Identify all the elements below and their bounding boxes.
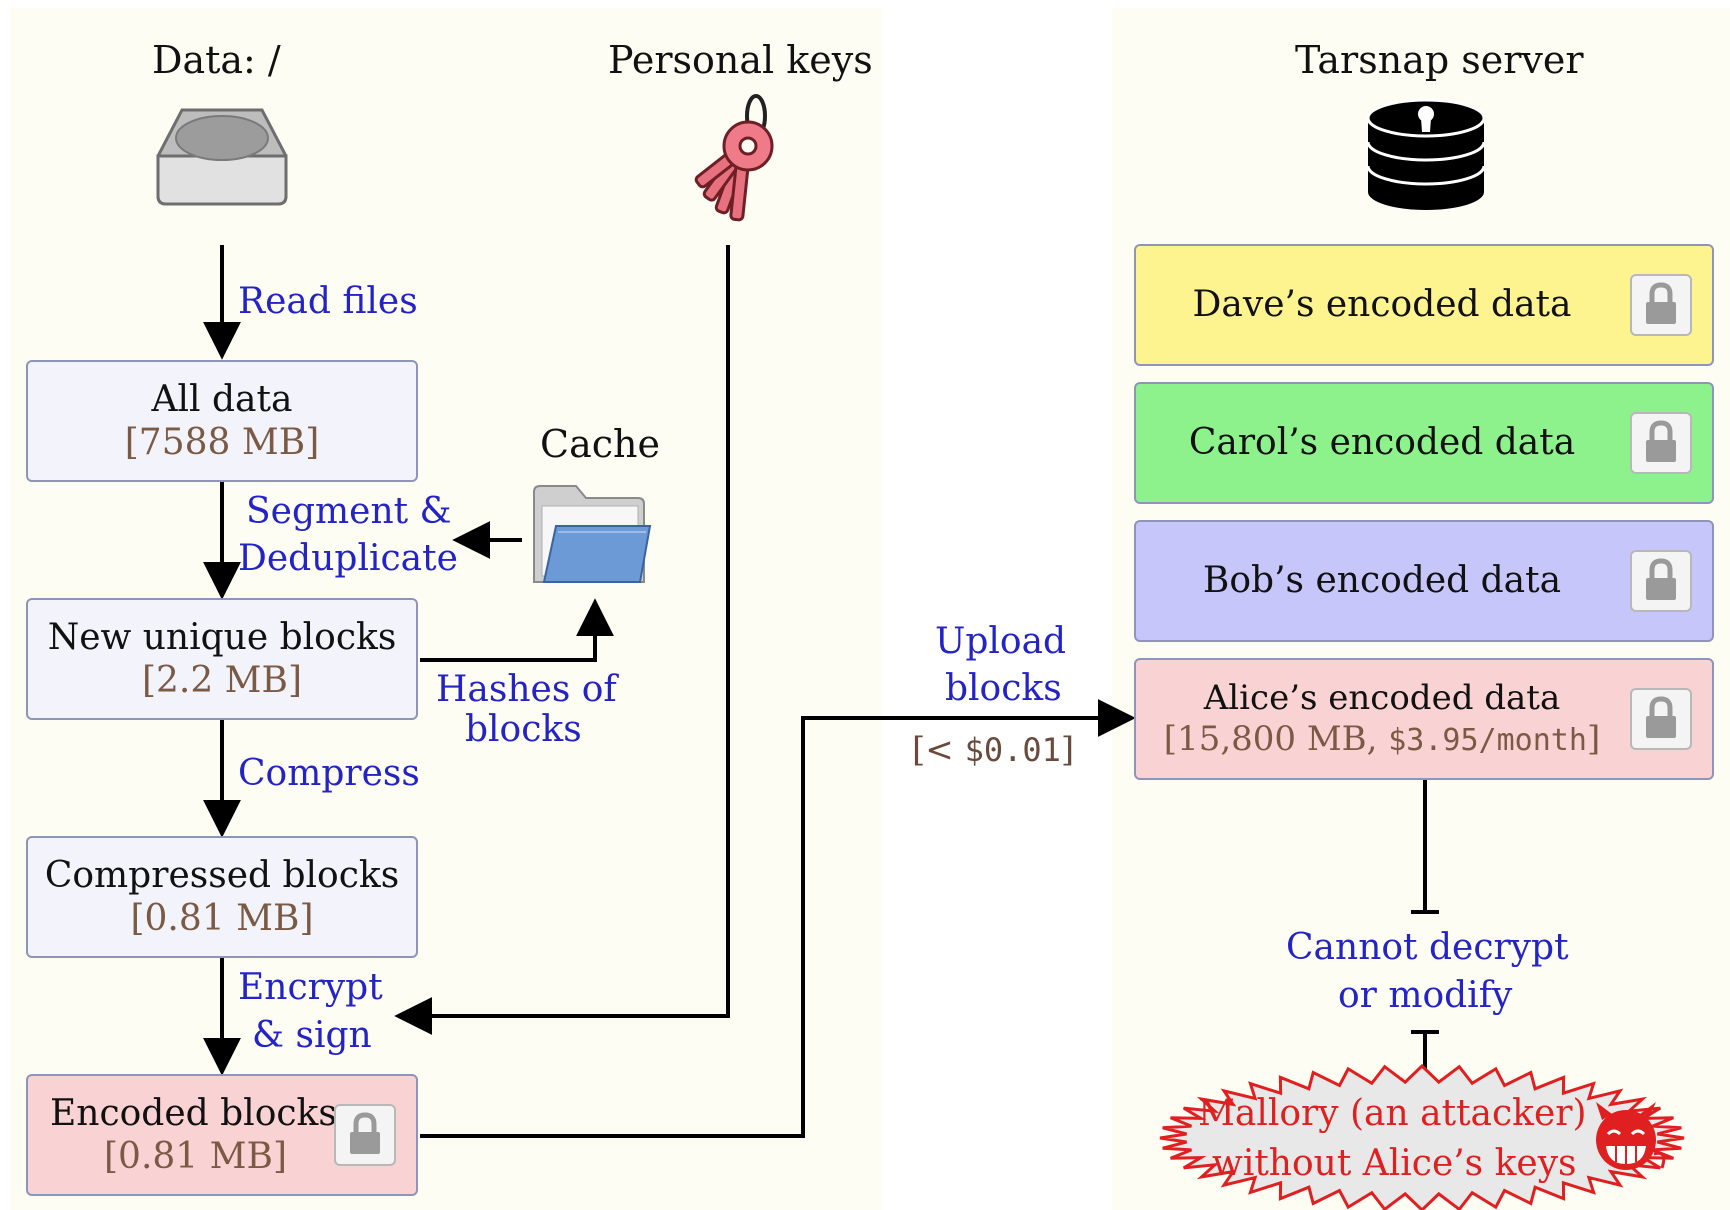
upload-label-line1: Upload — [935, 621, 1067, 662]
lock-icon — [334, 1104, 396, 1166]
step-label: Compressed blocks — [44, 854, 400, 896]
lock-icon — [1630, 550, 1692, 612]
cannot-decrypt-line2: or modify — [1338, 975, 1513, 1016]
store-dave: Dave’s encoded data — [1134, 244, 1714, 366]
cache-title: Cache — [540, 422, 660, 466]
arrow-keys-to-encrypt — [394, 245, 730, 1035]
store-alice: Alice’s encoded data [15,800 MB, $3.95/m… — [1134, 658, 1714, 780]
arrow-upload — [420, 699, 1136, 1138]
hard-disk-icon — [156, 108, 288, 206]
personal-keys-title: Personal keys — [608, 38, 873, 82]
keys-icon — [694, 94, 774, 222]
lock-icon — [1630, 274, 1692, 336]
step-label: New unique blocks — [47, 616, 397, 658]
upload-cost-close: ] — [1060, 730, 1075, 770]
lock-icon — [1630, 688, 1692, 750]
edge-label-encrypt: Encrypt — [238, 967, 383, 1008]
store-label: Bob’s encoded data — [1202, 560, 1562, 602]
step-compressed-blocks: Compressed blocks [0.81 MB] — [26, 836, 418, 958]
server-title: Tarsnap server — [1295, 38, 1584, 82]
database-keyhole-icon — [1366, 98, 1486, 210]
edge-label-segment: Segment & — [246, 491, 452, 532]
lock-icon — [1630, 412, 1692, 474]
edge-label-blocks: blocks — [465, 709, 582, 750]
edge-label-deduplicate: Deduplicate — [238, 538, 458, 579]
attacker-label-line2: without Alice’s keys — [1212, 1143, 1577, 1184]
cannot-decrypt-line1: Cannot decrypt — [1286, 927, 1569, 968]
upload-cost-value: $0.01 — [964, 731, 1061, 769]
step-label: All data — [151, 378, 293, 420]
upload-cost: [< $0.01] — [912, 730, 1074, 770]
store-carol: Carol’s encoded data — [1134, 382, 1714, 504]
step-size: [0.81 MB] — [130, 898, 314, 939]
store-size-close: ] — [1586, 719, 1601, 759]
step-label: Encoded blocks — [50, 1092, 337, 1134]
store-label: Alice’s encoded data — [1203, 678, 1561, 719]
upload-label-line2: blocks — [945, 668, 1062, 709]
data-source-title: Data: / — [152, 38, 281, 82]
store-size-open: [15,800 MB, — [1163, 719, 1389, 759]
step-size: [7588 MB] — [124, 422, 320, 463]
edge-label-and-sign: & sign — [252, 1015, 372, 1056]
step-size: [0.81 MB] — [104, 1136, 288, 1177]
attacker-label-line1: Mallory (an attacker) — [1198, 1093, 1587, 1134]
store-size: [15,800 MB, $3.95/month] — [1164, 719, 1600, 760]
edge-label-compress: Compress — [238, 753, 420, 794]
step-all-data: All data [7588 MB] — [26, 360, 418, 482]
devil-face-icon — [1596, 1102, 1666, 1170]
upload-cost-open: [< — [912, 730, 965, 770]
store-label: Carol’s encoded data — [1188, 422, 1576, 464]
step-encoded-blocks: Encoded blocks [0.81 MB] — [26, 1074, 418, 1196]
store-bob: Bob’s encoded data — [1134, 520, 1714, 642]
store-size-value: $3.95/month — [1388, 723, 1587, 758]
step-size: [2.2 MB] — [141, 660, 303, 701]
store-label: Dave’s encoded data — [1192, 284, 1572, 326]
edge-label-hashes-of: Hashes of — [436, 669, 617, 710]
arrow-hashes-to-cache — [420, 598, 614, 662]
folder-icon — [533, 485, 652, 583]
step-new-unique-blocks: New unique blocks [2.2 MB] — [26, 598, 418, 720]
edge-label-read-files: Read files — [238, 281, 418, 322]
attacker-starburst — [1159, 1063, 1685, 1210]
